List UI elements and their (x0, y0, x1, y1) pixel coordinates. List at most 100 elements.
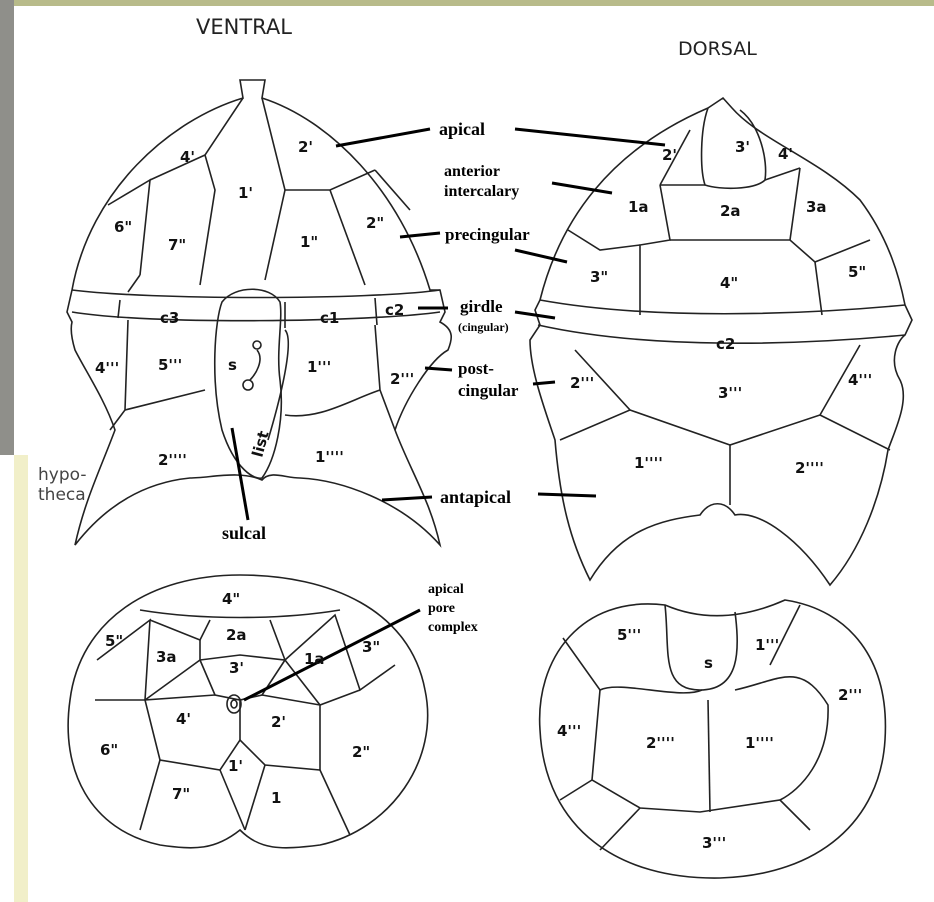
line (268, 330, 288, 440)
line (770, 605, 800, 665)
left-cream-strip (14, 455, 28, 902)
plate-label: 2a (226, 626, 247, 644)
line (140, 760, 160, 830)
top-bar (0, 0, 934, 6)
plate-label: 2''' (390, 370, 414, 388)
plate-label: 2' (271, 713, 286, 731)
ventral-view: VENTRAL 4' 2' 1' 6" 7" 1" (38, 15, 451, 545)
antapical-view: 5''' s 1''' 2''' 4''' 2'''' 1'''' 3''' (540, 600, 886, 878)
plate-label: 2' (662, 146, 677, 164)
plate-label: 5" (105, 632, 123, 650)
label-sulcal: sulcal (222, 523, 266, 543)
plate-label: list (248, 429, 272, 459)
line (568, 230, 640, 250)
shape (243, 380, 253, 390)
plate-label: 2'''' (646, 734, 675, 752)
line (68, 575, 428, 848)
line (815, 240, 870, 262)
line (150, 620, 210, 640)
hypotheca-label: hypo-theca (38, 465, 86, 505)
plate-label: 1'''' (315, 448, 344, 466)
plate-label: s (228, 356, 237, 374)
plate-label: 1' (238, 184, 253, 202)
plate-label: 3' (229, 659, 244, 677)
line (244, 610, 420, 700)
plate-label: 1''' (755, 636, 779, 654)
shape (231, 700, 237, 708)
plate-label: 2'''' (795, 459, 824, 477)
plate-label: 3" (590, 268, 608, 286)
line (128, 275, 140, 292)
plate-label: 2a (720, 202, 741, 220)
plate-label: 2''' (570, 374, 594, 392)
left-photo-strip (0, 0, 14, 455)
dorsal-view: DORSAL 3' 2' 4' 1a 2a 3a 3" 4" 5" c2 2''… (530, 38, 912, 585)
line (540, 300, 905, 314)
plate-label: 2' (298, 138, 313, 156)
label-girdle: girdle (460, 297, 503, 316)
plate-label: 3a (806, 198, 827, 216)
line (552, 183, 612, 193)
line (285, 170, 375, 190)
plate-label: 1a (304, 650, 325, 668)
plate-label: 1" (300, 233, 318, 251)
plate-label: c2 (385, 301, 404, 319)
line (533, 382, 555, 384)
line (790, 168, 800, 240)
line (538, 494, 596, 496)
shape (253, 341, 261, 349)
plate-label: 3' (735, 138, 750, 156)
label-cingular: (cingular) (458, 320, 509, 334)
plate-label: 2'''' (158, 451, 187, 469)
plate-label: 6" (114, 218, 132, 236)
plate-label: 1 (271, 789, 281, 807)
line (118, 300, 120, 318)
line (560, 780, 592, 800)
line (375, 298, 377, 325)
plate-label: 4' (778, 145, 793, 163)
line (708, 700, 710, 812)
line (515, 129, 665, 145)
line (425, 368, 452, 370)
shape (227, 695, 241, 713)
line (220, 770, 245, 830)
line (670, 240, 822, 315)
plate-label: 4' (176, 710, 191, 728)
plate-label: c1 (320, 309, 339, 327)
line (820, 415, 890, 450)
line (262, 98, 285, 280)
plate-label: s (704, 654, 713, 672)
line (150, 155, 205, 180)
plate-label: 4" (222, 590, 240, 608)
line (336, 129, 430, 146)
line (382, 497, 432, 500)
line (250, 350, 260, 380)
dorsal-heading: DORSAL (678, 38, 757, 60)
plate-label: 1'''' (634, 454, 663, 472)
plate-label: 3a (156, 648, 177, 666)
line (515, 312, 555, 318)
line (592, 690, 810, 830)
plate-label: 3''' (702, 834, 726, 852)
plate-label: c2 (716, 335, 735, 353)
line (560, 350, 630, 440)
line (232, 428, 248, 520)
label-antapical: antapical (440, 487, 511, 507)
line (285, 390, 380, 416)
ventral-heading: VENTRAL (196, 15, 292, 39)
plate-label: 1a (628, 198, 649, 216)
line (702, 108, 766, 188)
line (200, 98, 243, 285)
line (515, 250, 567, 262)
line (400, 233, 440, 237)
plate-label: 3''' (718, 384, 742, 402)
line (665, 605, 737, 690)
plate-label: 4' (180, 148, 195, 166)
line (320, 770, 350, 835)
plate-label: 5''' (158, 356, 182, 374)
